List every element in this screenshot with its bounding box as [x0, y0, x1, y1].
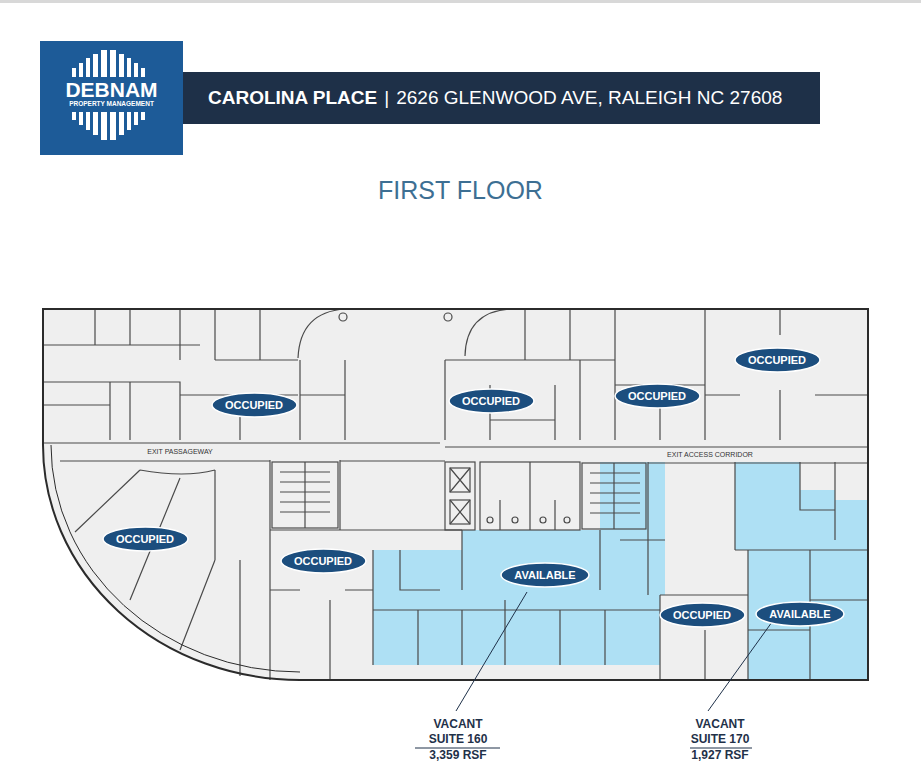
status-badge: OCCUPIED: [280, 548, 367, 574]
status-badge: OCCUPIED: [614, 383, 701, 409]
elevator-cross: [450, 468, 470, 524]
stair: [272, 462, 338, 528]
status-text: AVAILABLE: [769, 608, 830, 621]
logo-bar: [93, 54, 98, 77]
elevator-shaft: [445, 462, 475, 530]
logo-bar: [79, 63, 83, 77]
property-address: 2626 GLENWOOD AVE, RALEIGH NC 27608: [396, 86, 782, 110]
exterior-wall-inner: [51, 445, 300, 672]
column: [444, 313, 452, 321]
top-rule: [0, 0, 921, 3]
separator: |: [384, 86, 389, 110]
badge-ellipse: [756, 602, 844, 626]
status-badge: OCCUPIED: [734, 347, 821, 373]
logo-bar: [127, 58, 131, 77]
status-text: OCCUPIED: [628, 390, 686, 403]
badge-ellipse: [212, 393, 297, 417]
logo-bar: [101, 50, 107, 77]
callout-area: 1,927 RSF: [689, 749, 750, 763]
status-text: OCCUPIED: [748, 354, 806, 367]
logo-bar: [134, 112, 138, 125]
leader-line: [708, 622, 772, 711]
header-band: CAROLINA PLACE | 2626 GLENWOOD AVE, RALEIG…: [183, 72, 820, 124]
logo-bar: [110, 50, 116, 77]
logo-bar: [86, 58, 90, 77]
fixture: [540, 517, 546, 523]
callout-suite: SUITE 160: [427, 733, 490, 747]
status-text: OCCUPIED: [225, 399, 283, 412]
badge-ellipse: [449, 389, 534, 413]
badge-ellipse: [103, 527, 188, 551]
logo-bar: [119, 112, 124, 135]
badge-ellipse: [615, 384, 700, 408]
logo-bar: [101, 112, 107, 140]
logo-bar: [119, 54, 124, 77]
fixture: [487, 517, 493, 523]
logo-bar: [141, 112, 145, 120]
callout-area: 3,359 RSF: [427, 749, 488, 763]
logo-wordmark: DEBNAM: [65, 80, 157, 100]
building-floor: [43, 309, 868, 680]
stair-treads: [280, 462, 330, 528]
status-text: OCCUPIED: [462, 395, 520, 408]
status-text: OCCUPIED: [294, 555, 352, 568]
callout-suite: SUITE 170: [689, 733, 752, 747]
logo-square: [40, 41, 183, 155]
restroom-partition: [500, 462, 555, 530]
status-badge: OCCUPIED: [659, 602, 746, 628]
property-name: CAROLINA PLACE: [208, 86, 377, 110]
logo-bar: [86, 112, 90, 130]
corridor-label: EXIT PASSAGEWAY: [145, 448, 214, 456]
corridor-label: EXIT ACCESS CORRIDOR: [665, 451, 755, 459]
logo-bar: [72, 68, 76, 77]
interior-walls: [43, 309, 868, 680]
exterior-wall: [43, 309, 868, 680]
company-logo: DEBNAMPROPERTY MANAGEMENT: [40, 78, 183, 110]
restroom-block: [480, 462, 580, 530]
status-badge: OCCUPIED: [211, 392, 298, 418]
status-badge: OCCUPIED: [102, 526, 189, 552]
building-core: [272, 313, 646, 530]
status-text: AVAILABLE: [514, 569, 575, 582]
logo-bar: [93, 112, 98, 135]
badge-ellipse: [501, 563, 589, 587]
suite-160-area: [373, 462, 665, 665]
badge-ellipse: [735, 348, 820, 372]
badge-ellipse: [281, 549, 366, 573]
status-badge: AVAILABLE: [755, 601, 845, 627]
suite-170-area: [735, 462, 868, 680]
floor-title: FIRST FLOOR: [0, 176, 921, 205]
status-text: OCCUPIED: [673, 609, 731, 622]
fixture: [512, 517, 518, 523]
status-badge: AVAILABLE: [500, 562, 590, 588]
badge-ellipse: [660, 603, 745, 627]
stair: [582, 463, 646, 529]
logo-bar: [141, 68, 145, 77]
logo-bar: [72, 112, 76, 120]
logo-tagline: PROPERTY MANAGEMENT: [69, 100, 154, 108]
status-badge: OCCUPIED: [448, 388, 535, 414]
logo-bar: [110, 112, 116, 140]
leader-line: [456, 592, 527, 711]
logo-bar: [127, 112, 131, 130]
status-text: OCCUPIED: [116, 533, 174, 546]
logo-bar: [79, 112, 83, 125]
logo-bar: [134, 63, 138, 77]
stair-treads: [590, 463, 640, 529]
column: [339, 313, 347, 321]
callout-status: VACANT: [693, 718, 746, 732]
fixture: [564, 517, 570, 523]
callout-status: VACANT: [431, 718, 484, 732]
